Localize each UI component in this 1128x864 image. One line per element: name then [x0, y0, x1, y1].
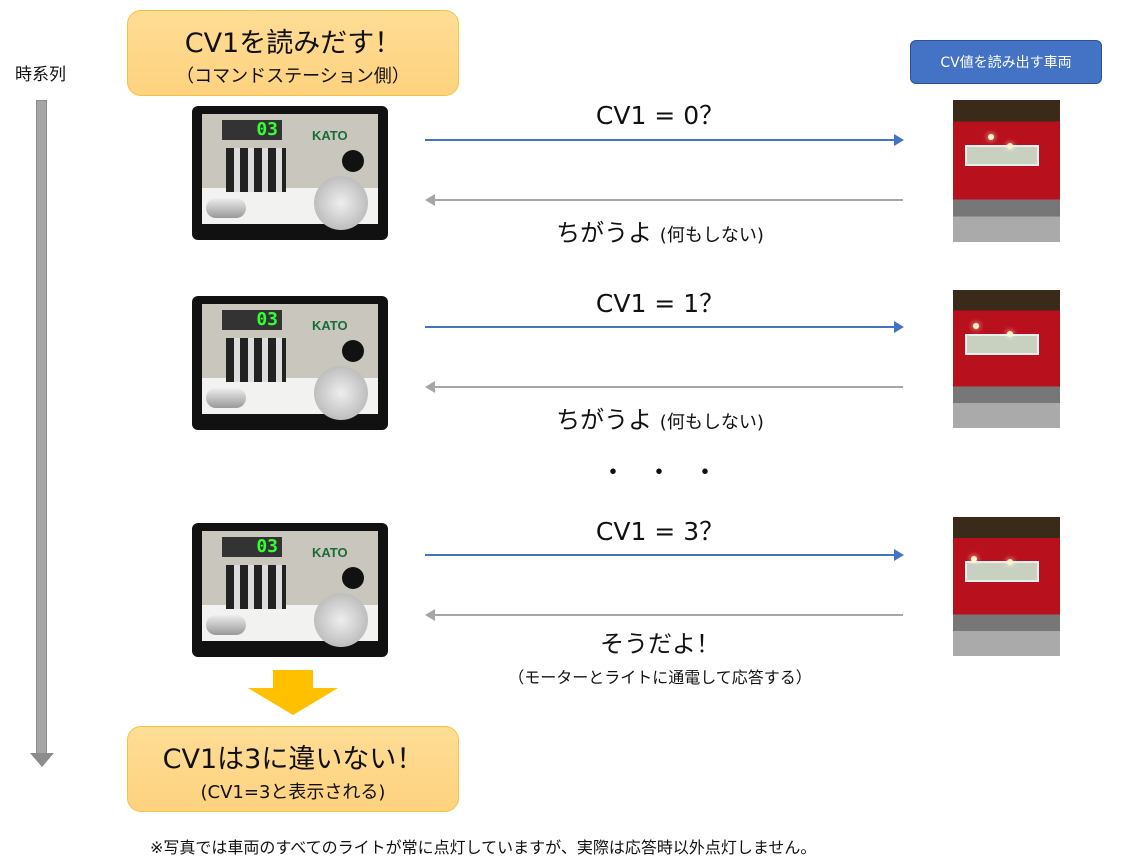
- kato-logo: KATO: [312, 128, 348, 143]
- query-arrow: [425, 549, 904, 561]
- controller-display: 03: [222, 310, 282, 330]
- down-arrow-icon: [248, 670, 338, 715]
- result-title: CV1は3に違いない！: [162, 744, 424, 775]
- footnote: ※写真では車両のすべてのライトが常に点灯していますが、実際は応答時以外点灯しませ…: [150, 838, 817, 857]
- controller-image: 03 KATO: [192, 296, 388, 430]
- result-subtitle: (CV1=3と表示される): [200, 782, 386, 803]
- timeline-arrow-head: [30, 753, 54, 767]
- query-arrow: [425, 134, 904, 146]
- reply-text: ちがうよ (何もしない): [556, 406, 764, 434]
- reply-note: （モーターとライトに通電して応答する）: [508, 668, 812, 687]
- start-subtitle: （コマンドステーション側）: [176, 66, 410, 87]
- train-image: [953, 100, 1060, 242]
- result-box: CV1は3に違いない！ (CV1=3と表示される): [127, 726, 459, 812]
- controller-display: 03: [222, 537, 282, 557]
- timeline-arrow-shaft: [36, 100, 47, 755]
- controller-display: 03: [222, 120, 282, 140]
- train-image: [953, 517, 1060, 656]
- controller-image: 03 KATO: [192, 106, 388, 240]
- query-text: CV1 = 0？: [595, 101, 725, 130]
- kato-logo: KATO: [312, 318, 348, 333]
- reply-arrow: [425, 194, 903, 206]
- query-arrow: [425, 321, 904, 333]
- train-image: [953, 290, 1060, 428]
- vehicle-button[interactable]: CV値を読み出す車両: [910, 40, 1102, 84]
- ellipsis: ・・・: [600, 458, 739, 488]
- kato-logo: KATO: [312, 545, 348, 560]
- reply-arrow: [425, 381, 903, 393]
- query-text: CV1 = 1？: [595, 289, 725, 318]
- reply-arrow: [425, 609, 903, 621]
- reply-text: ちがうよ (何もしない): [556, 219, 764, 247]
- query-text: CV1 = 3？: [595, 517, 725, 546]
- start-title: CV1を読みだす！: [184, 28, 402, 59]
- reply-text: そうだよ！: [600, 630, 720, 658]
- start-box: CV1を読みだす！ （コマンドステーション側）: [127, 10, 459, 96]
- controller-image: 03 KATO: [192, 523, 388, 657]
- timeline-label: 時系列: [15, 65, 66, 85]
